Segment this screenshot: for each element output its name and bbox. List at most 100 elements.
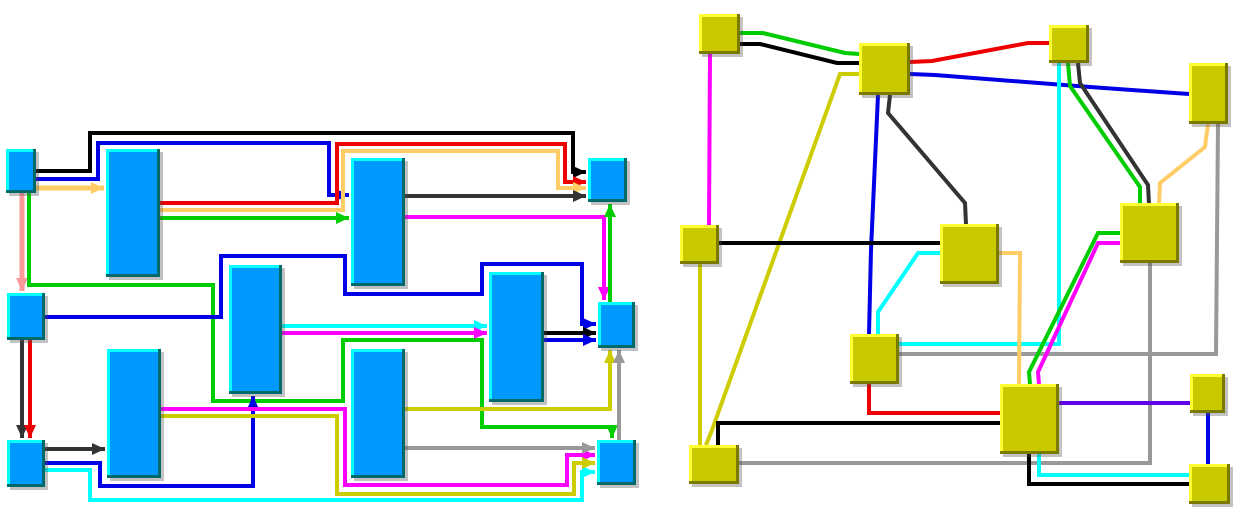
node-bevel-shadow (351, 158, 405, 286)
edge-N2-N11-olive (704, 72, 859, 446)
node-bevel-highlight (598, 302, 635, 348)
node-bevel-shadow (850, 334, 899, 384)
node-bevel-shadow (1049, 25, 1089, 63)
node-bevel-highlight (351, 158, 405, 286)
edge-A-C-blue (36, 141, 349, 197)
node-bevel-shadow (6, 149, 36, 193)
node-N5 (1120, 203, 1182, 266)
edge-A-L-green (27, 193, 614, 438)
node-bevel-highlight (850, 334, 899, 384)
arrowhead-B-C-green (336, 212, 349, 224)
right-straightline-graph (680, 14, 1233, 507)
node-body (351, 158, 405, 286)
node-body (1049, 25, 1089, 63)
node-N7 (680, 225, 722, 267)
node-A (6, 149, 39, 196)
node-bevel-highlight (1000, 384, 1059, 454)
node-bevel-shadow (680, 225, 719, 264)
node-bevel-shadow (7, 293, 45, 340)
edge-N4-N5-orange (1157, 123, 1210, 205)
node-N8 (850, 334, 902, 387)
arrowhead-G-L-yellow (582, 457, 595, 469)
arrowhead-A-L-green (606, 425, 618, 438)
node-bevel-highlight (6, 149, 36, 193)
edge-N1-N2-green (740, 31, 860, 56)
node-body (107, 349, 161, 478)
arrowhead-H-J-magenta (474, 327, 487, 339)
node-I (598, 302, 638, 351)
edge-N3-N5-darkgray (1076, 62, 1151, 205)
node-body (940, 224, 999, 284)
edge-N9-N5-green (1026, 231, 1120, 385)
node-bevel-highlight (588, 158, 627, 202)
edge-N2-N8-blue (867, 94, 880, 335)
edge-E-I-blue (45, 254, 596, 326)
node-body (699, 14, 740, 54)
arrowhead-I-D-green (604, 204, 616, 217)
node-L (597, 440, 639, 488)
node-N10 (1190, 374, 1228, 416)
node-H (229, 265, 285, 397)
node-bevel-highlight (1190, 374, 1225, 413)
node-bevel-shadow (689, 445, 739, 484)
arrowhead-A-E-pink (16, 278, 28, 291)
arrowhead-F-G-darkgray (92, 443, 105, 455)
node-J (489, 272, 547, 405)
node-body (106, 149, 160, 277)
edge-N8-N9-red (867, 384, 1000, 415)
node-C (351, 158, 408, 289)
node-bevel-highlight (351, 349, 405, 478)
arrowhead-A-D-black (573, 166, 586, 178)
node-body (588, 158, 627, 202)
edge-N6-N9-orange (999, 251, 1023, 385)
edge-N2-N6-darkgray (885, 94, 968, 225)
node-body (1189, 464, 1230, 504)
arrowhead-K-L-gray (582, 442, 595, 454)
node-body (859, 43, 910, 95)
node-bevel-shadow (229, 265, 282, 394)
node-bevel-highlight (106, 149, 160, 277)
node-bevel-shadow (1189, 63, 1228, 124)
node-body (1189, 63, 1228, 124)
node-N6 (940, 224, 1002, 287)
node-body (597, 440, 636, 485)
node-body (351, 349, 405, 478)
edge-B-D-orange (160, 149, 586, 212)
edge-N1-N2-black (740, 42, 859, 65)
node-bevel-shadow (859, 43, 910, 95)
node-bevel-highlight (1189, 63, 1228, 124)
node-N3 (1049, 25, 1092, 66)
edge-N2-N4-blue (909, 72, 1190, 96)
node-body (7, 440, 45, 487)
edge-B-D-red (160, 142, 586, 205)
node-bevel-shadow (1120, 203, 1179, 263)
edge-K-I-yellow (404, 350, 612, 411)
edge-N1-N7-magenta (707, 53, 712, 226)
node-body (598, 302, 635, 348)
node-body (680, 225, 719, 264)
node-bevel-highlight (689, 445, 739, 484)
node-body (7, 293, 45, 340)
edge-N3-N8-cyan (899, 63, 1061, 346)
node-bevel-shadow (106, 149, 160, 277)
node-N9 (1000, 384, 1062, 457)
node-N12 (1189, 464, 1233, 507)
edge-N3-N5-green (1066, 62, 1142, 204)
node-body (1120, 203, 1179, 263)
arrowhead-E-I-blue (583, 318, 596, 330)
arrowhead-E-F-red (24, 425, 36, 438)
node-bevel-highlight (597, 440, 636, 485)
node-D (588, 158, 630, 205)
node-K (351, 349, 408, 481)
node-bevel-shadow (699, 14, 740, 54)
node-bevel-shadow (588, 158, 627, 202)
node-bevel-shadow (597, 440, 636, 485)
edge-N4-N8-gray (899, 123, 1220, 356)
node-bevel-highlight (7, 293, 45, 340)
node-bevel-highlight (1120, 203, 1179, 263)
arrowhead-F-H-blue (247, 396, 259, 409)
node-bevel-highlight (229, 265, 282, 394)
node-bevel-shadow (1189, 464, 1230, 504)
node-B (106, 149, 163, 280)
